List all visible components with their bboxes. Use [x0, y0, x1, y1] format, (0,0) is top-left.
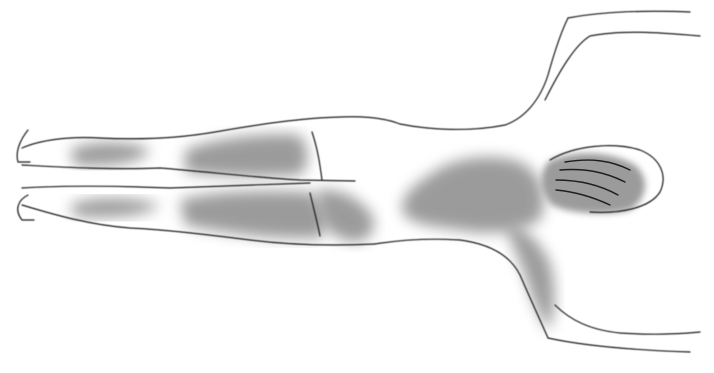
head-shade — [542, 153, 645, 213]
